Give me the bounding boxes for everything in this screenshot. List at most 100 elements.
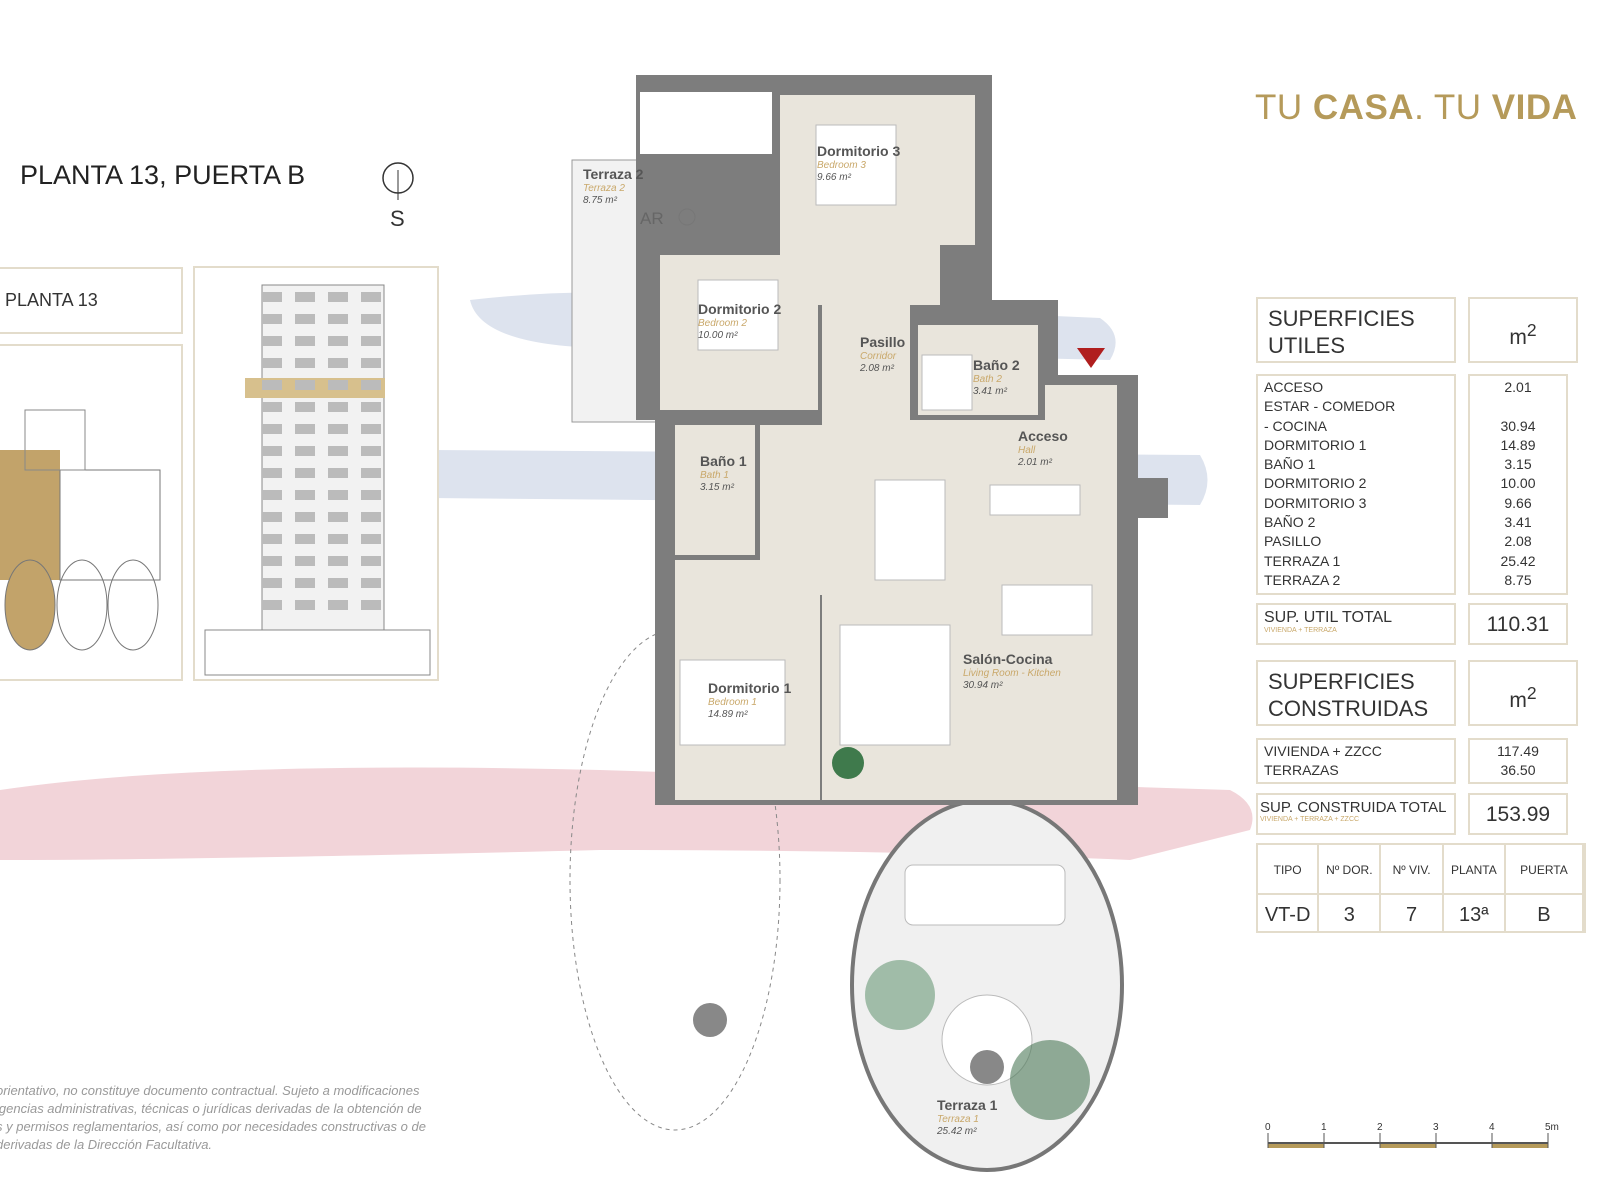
table-cell: 3.15 bbox=[1504, 456, 1532, 473]
room-name: Terraza 2 bbox=[583, 166, 644, 182]
construidas-labels: VIVIENDA + ZZCC TERRAZAS bbox=[1256, 738, 1456, 784]
balcony bbox=[361, 424, 381, 434]
room-area: 30.94 m² bbox=[963, 680, 1003, 691]
balcony bbox=[262, 556, 282, 566]
util-total-value: 110.31 bbox=[1468, 603, 1568, 645]
balcony bbox=[295, 490, 315, 500]
room-name: Pasillo bbox=[860, 334, 905, 350]
balcony bbox=[361, 490, 381, 500]
balcony bbox=[295, 380, 315, 390]
table-cell: 36.50 bbox=[1500, 762, 1536, 779]
balcony bbox=[328, 534, 348, 544]
balcony bbox=[361, 512, 381, 522]
summary-header: PUERTA bbox=[1506, 845, 1584, 893]
room-name: Dormitorio 3 bbox=[817, 143, 900, 159]
room-name: Terraza 1 bbox=[937, 1097, 998, 1113]
balcony bbox=[295, 314, 315, 324]
room-name: Baño 1 bbox=[700, 453, 747, 469]
ar-label: AR bbox=[640, 209, 664, 228]
room-name-en: Bedroom 2 bbox=[698, 318, 747, 329]
summary-value: 3 bbox=[1319, 895, 1382, 931]
balcony bbox=[262, 402, 282, 412]
room-name-en: Terraza 2 bbox=[583, 183, 625, 194]
balcony bbox=[262, 380, 282, 390]
room-name-en: Hall bbox=[1018, 445, 1036, 456]
room-area: 3.41 m² bbox=[973, 386, 1008, 397]
ar-circle bbox=[678, 208, 696, 226]
balcony bbox=[361, 556, 381, 566]
summary-value: 7 bbox=[1381, 895, 1444, 931]
balcony bbox=[328, 446, 348, 456]
table-cell: 9.66 bbox=[1504, 494, 1532, 511]
balcony bbox=[361, 292, 381, 302]
balcony bbox=[262, 512, 282, 522]
balcony bbox=[328, 292, 348, 302]
balcony bbox=[361, 358, 381, 368]
balcony bbox=[262, 468, 282, 478]
room-name-en: Bath 1 bbox=[700, 470, 729, 481]
balcony bbox=[328, 600, 348, 610]
compass-label: S bbox=[390, 206, 405, 231]
room-name-en: Corridor bbox=[860, 351, 897, 362]
brand-text: . TU bbox=[1414, 88, 1492, 127]
entrance-marker-icon bbox=[1077, 348, 1105, 368]
table-cell: 30.94 bbox=[1500, 417, 1536, 434]
balcony bbox=[295, 556, 315, 566]
balcony bbox=[262, 358, 282, 368]
balcony bbox=[295, 446, 315, 456]
utiles-header: SUPERFICIES UTILES bbox=[1268, 306, 1415, 358]
room-area: 14.89 m² bbox=[708, 709, 748, 720]
balcony bbox=[295, 534, 315, 544]
balcony bbox=[295, 292, 315, 302]
table-cell: BAÑO 1 bbox=[1264, 456, 1316, 473]
balcony bbox=[328, 512, 348, 522]
balcony bbox=[328, 556, 348, 566]
disclaimer-line: s y permisos reglamentarios, así como po… bbox=[0, 1119, 426, 1134]
dashed-outline bbox=[569, 629, 781, 1131]
table-cell: VIVIENDA + ZZCC bbox=[1264, 743, 1382, 759]
plant-icon bbox=[832, 747, 864, 779]
table-cell: 2.01 bbox=[1504, 379, 1532, 395]
construida-total-value: 153.99 bbox=[1468, 793, 1568, 835]
balcony bbox=[328, 402, 348, 412]
brand-text: TU bbox=[1255, 88, 1313, 127]
table-cell: TERRAZA 1 bbox=[1264, 552, 1341, 569]
room-name-en: Bedroom 1 bbox=[708, 697, 757, 708]
floor-label: PLANTA 13 bbox=[5, 290, 98, 310]
balcony bbox=[262, 490, 282, 500]
balcony bbox=[295, 358, 315, 368]
disclaimer-line: derivadas de la Dirección Facultativa. bbox=[0, 1137, 213, 1152]
table-cell: ACCESO bbox=[1264, 379, 1324, 395]
unit-header: m2 bbox=[1468, 297, 1578, 363]
balcony bbox=[328, 358, 348, 368]
balcony bbox=[361, 336, 381, 346]
balcony bbox=[262, 600, 282, 610]
room-area: 3.15 m² bbox=[700, 482, 735, 493]
balcony bbox=[361, 446, 381, 456]
balcony bbox=[328, 380, 348, 390]
table-cell: 25.42 bbox=[1500, 552, 1536, 569]
construida-total-label: SUP. CONSTRUIDA TOTAL bbox=[1260, 799, 1447, 816]
disclaimer-line: igencias administrativas, técnicas o jur… bbox=[0, 1101, 422, 1116]
balcony bbox=[262, 314, 282, 324]
balcony bbox=[262, 578, 282, 588]
room-area: 10.00 m² bbox=[698, 330, 738, 341]
summary-header: Nº DOR. bbox=[1319, 845, 1382, 893]
table-cell: BAÑO 2 bbox=[1264, 514, 1316, 531]
lounge-furniture bbox=[904, 864, 1066, 926]
page-title: PLANTA 13, PUERTA B bbox=[20, 160, 306, 190]
table-cell: TERRAZAS bbox=[1264, 762, 1339, 779]
table-cell: 2.08 bbox=[1504, 533, 1532, 550]
plant-icon bbox=[1010, 1040, 1090, 1120]
table-cell: 8.75 bbox=[1504, 571, 1532, 588]
brand-slogan: TU CASA. TU VIDA bbox=[1255, 88, 1577, 128]
summary-value: B bbox=[1506, 895, 1584, 931]
summary-value: VT-D bbox=[1258, 895, 1320, 931]
room-name-en: Bedroom 3 bbox=[817, 160, 866, 171]
balcony bbox=[361, 534, 381, 544]
